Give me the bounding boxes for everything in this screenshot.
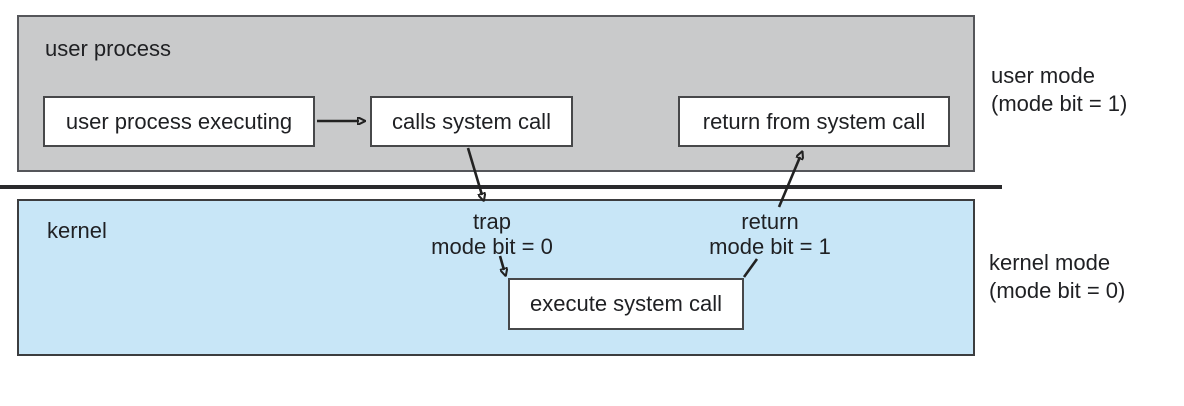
return-annotation-line1: return [741, 209, 799, 234]
kernel-region [17, 199, 975, 356]
return-annotation-line2: mode bit = 1 [709, 234, 831, 259]
trap-annotation-line2: mode bit = 0 [431, 234, 553, 259]
user-mode-label-line2: (mode bit = 1) [991, 91, 1128, 116]
user-mode-label: user mode (mode bit = 1) [991, 62, 1127, 118]
user-process-executing-box: user process executing [43, 96, 315, 147]
mode-boundary-line [0, 185, 1002, 189]
calls-system-call-box: calls system call [370, 96, 573, 147]
return-from-system-call-box: return from system call [678, 96, 950, 147]
kernel-mode-label: kernel mode (mode bit = 0) [989, 249, 1125, 305]
kernel-mode-label-line2: (mode bit = 0) [989, 278, 1126, 303]
user-process-region-label: user process [45, 36, 171, 61]
kernel-region-label: kernel [47, 218, 107, 243]
kernel-mode-label-line1: kernel mode [989, 250, 1111, 275]
trap-annotation: trap mode bit = 0 [382, 209, 602, 259]
execute-system-call-box: execute system call [508, 278, 744, 330]
return-annotation: return mode bit = 1 [660, 209, 880, 259]
user-mode-label-line1: user mode [991, 63, 1095, 88]
trap-annotation-line1: trap [473, 209, 511, 234]
